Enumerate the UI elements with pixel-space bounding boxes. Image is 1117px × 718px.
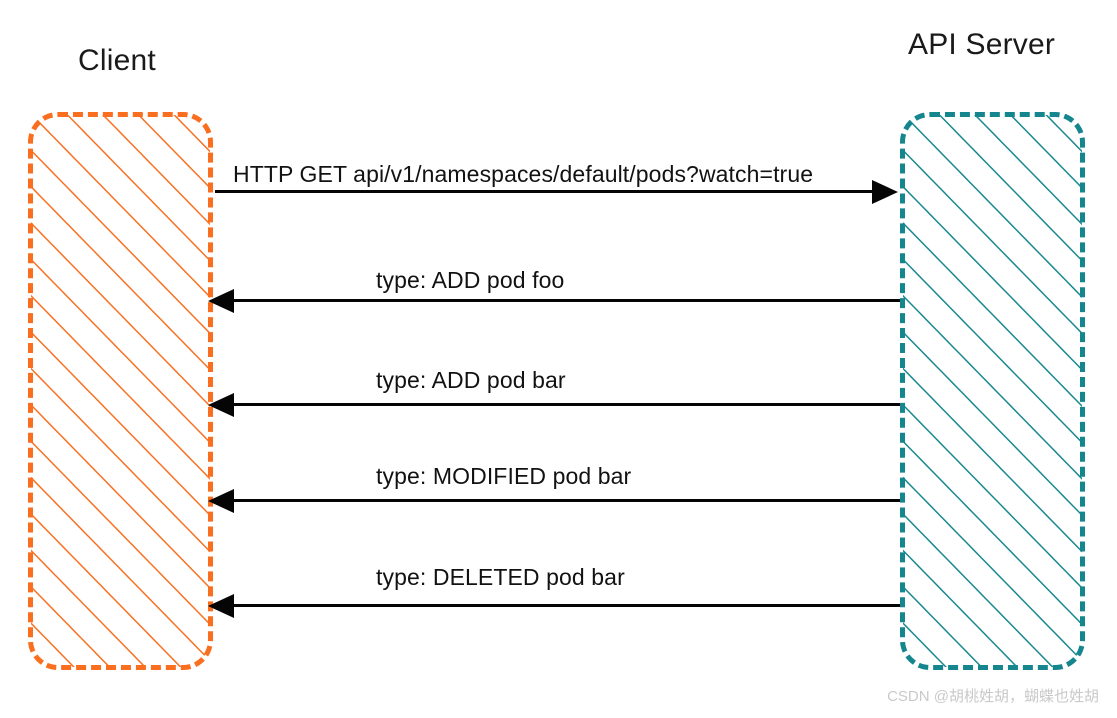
- arrowhead-left-icon: [208, 594, 234, 618]
- arrowhead-left-icon: [208, 289, 234, 313]
- api-server-hatch-pattern: [903, 115, 1082, 667]
- client-hatch-pattern: [31, 115, 210, 667]
- message-label-add-pod-foo: type: ADD pod foo: [376, 267, 565, 293]
- api-server-lifeline-title: API Server: [908, 28, 1056, 61]
- client-lifeline-box: [28, 112, 213, 670]
- message-line-deleted-pod-bar: [232, 604, 900, 607]
- message-label-modified-pod-bar: type: MODIFIED pod bar: [376, 463, 632, 489]
- api-server-lifeline-box: [900, 112, 1085, 670]
- message-line-modified-pod-bar: [232, 499, 900, 502]
- message-line-add-pod-foo: [232, 299, 900, 302]
- message-label-deleted-pod-bar: type: DELETED pod bar: [376, 564, 625, 590]
- arrowhead-left-icon: [208, 489, 234, 513]
- message-line-http-get: [215, 190, 875, 193]
- client-lifeline-title: Client: [78, 44, 156, 77]
- arrowhead-left-icon: [208, 393, 234, 417]
- watermark: CSDN @胡桃姓胡，蝴蝶也姓胡: [887, 688, 1099, 705]
- message-line-add-pod-bar: [232, 403, 900, 406]
- arrowhead-right-icon: [872, 180, 898, 204]
- message-label-http-get: HTTP GET api/v1/namespaces/default/pods?…: [233, 161, 814, 187]
- message-label-add-pod-bar: type: ADD pod bar: [376, 367, 566, 393]
